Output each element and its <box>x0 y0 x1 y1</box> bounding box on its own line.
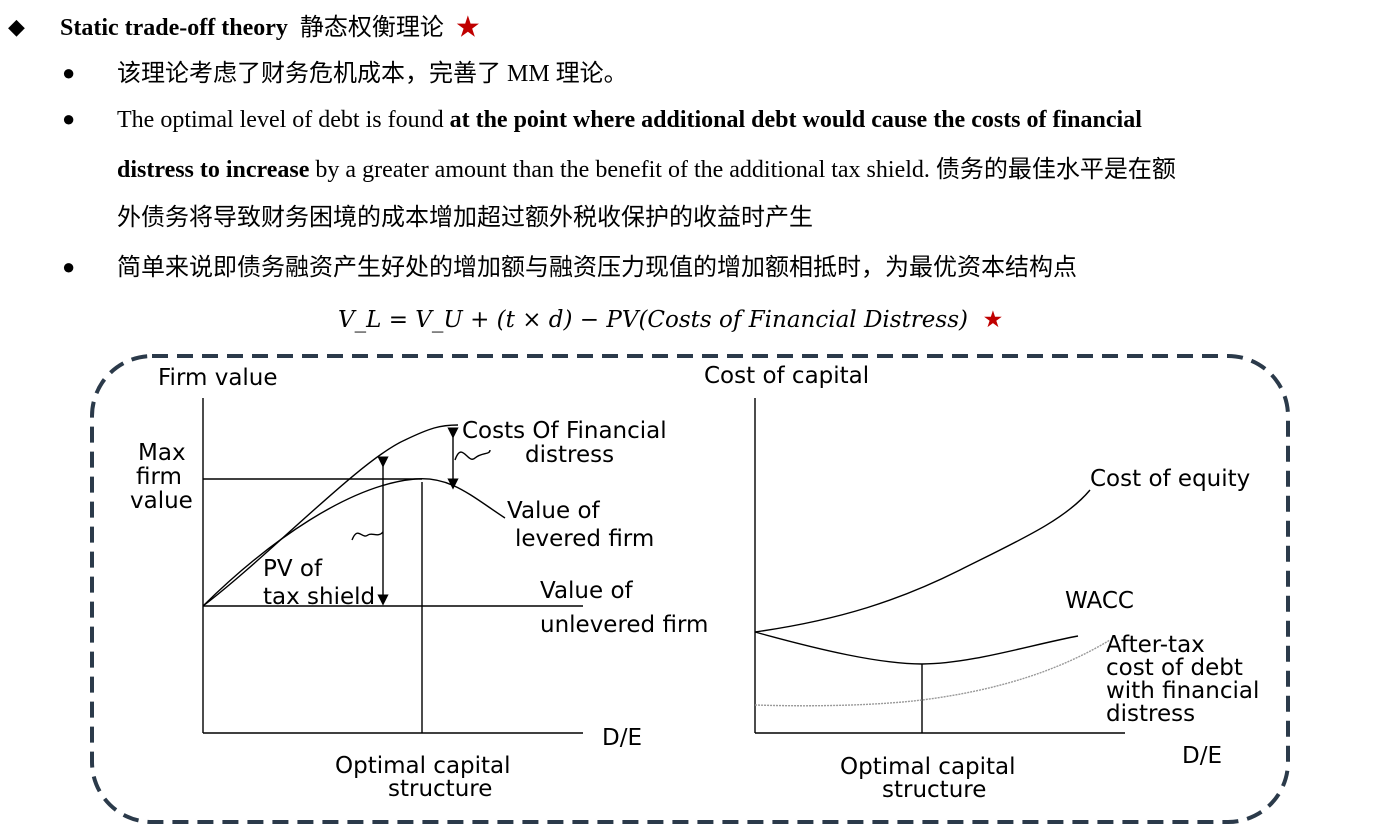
pv-label: tax shield <box>263 584 375 610</box>
bullet-icon: ● <box>62 60 76 85</box>
max-label: value <box>130 488 193 514</box>
optimal-label: structure <box>388 776 492 802</box>
optimal-label: Optimal capital <box>335 753 511 779</box>
debt-cost-curve <box>754 639 1111 707</box>
y-axis-label: Firm value <box>158 365 278 391</box>
levered-label: levered firm <box>515 526 654 552</box>
formula: V_L = V_U + (t × d) − PV(Costs of Financ… <box>338 307 1004 333</box>
star-icon: ★ <box>982 307 1004 333</box>
costs-label: Costs Of Financial <box>462 418 667 444</box>
pv-label: PV of <box>263 556 323 582</box>
x-axis-label: D/E <box>602 725 642 751</box>
max-label: firm <box>136 464 182 490</box>
bullet-icon: ● <box>62 106 76 131</box>
wacc-curve <box>754 631 1079 665</box>
max-label: Max <box>138 440 186 466</box>
optimal-label: structure <box>882 777 986 803</box>
squiggle <box>351 531 384 541</box>
equity-label: Cost of equity <box>1090 466 1250 492</box>
bullet-text: The optimal level of debt is found at th… <box>117 107 1142 133</box>
debt-label: cost of debt <box>1106 655 1243 681</box>
bullet-icon: ● <box>62 254 76 279</box>
unlevered-plus-tax-curve <box>202 424 459 607</box>
bullet-text: distress to increase by a greater amount… <box>117 157 1176 183</box>
optimal-label: Optimal capital <box>840 754 1016 780</box>
dashed-border <box>90 354 1290 824</box>
costs-label: distress <box>525 442 614 468</box>
squiggle <box>454 449 491 461</box>
bullet-text: 外债务将导致财务困境的成本增加超过额外税收保护的收益时产生 <box>117 205 813 231</box>
bullet-text: 该理论考虑了财务危机成本，完善了 MM 理论。 <box>117 61 628 87</box>
bullet-text: 简单来说即债务融资产生好处的增加额与融资压力现值的增加额相抵时，为最优资本结构点 <box>117 255 1077 281</box>
levered-firm-curve <box>202 478 506 607</box>
right-chart <box>754 398 1125 734</box>
debt-label: with financial <box>1106 678 1259 704</box>
levered-label: Value of <box>507 498 601 524</box>
x-axis-label: D/E <box>1182 743 1222 769</box>
left-chart <box>202 398 583 734</box>
cost-of-equity-curve <box>754 489 1091 633</box>
y-axis-label: Cost of capital <box>704 363 869 389</box>
diamond-bullet-icon: ◆ <box>8 14 25 39</box>
wacc-label: WACC <box>1065 588 1134 614</box>
debt-label: After-tax <box>1106 632 1205 658</box>
star-icon: ★ <box>455 15 480 41</box>
debt-label: distress <box>1106 701 1195 727</box>
heading: Static trade-off theory 静态权衡理论 ★ <box>60 15 480 41</box>
unlevered-label: Value of <box>540 578 634 604</box>
unlevered-label: unlevered firm <box>540 612 708 638</box>
